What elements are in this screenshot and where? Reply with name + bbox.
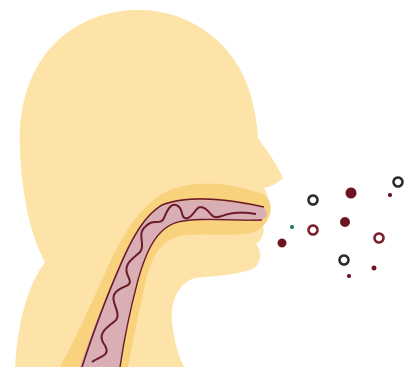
droplet-dark bbox=[388, 193, 392, 197]
droplet-dark bbox=[372, 266, 377, 271]
droplet-ring-red bbox=[375, 234, 384, 243]
droplet-dark bbox=[340, 217, 350, 227]
droplet-dark bbox=[346, 188, 357, 199]
droplet-dark bbox=[347, 274, 351, 278]
droplet-green bbox=[290, 225, 294, 229]
droplet-ring-dark bbox=[340, 256, 349, 265]
droplet-dark bbox=[278, 239, 287, 248]
droplet-group bbox=[278, 178, 403, 279]
droplet-ring-dark bbox=[394, 178, 403, 187]
droplet-ring-dark bbox=[309, 196, 318, 205]
droplet-ring-red bbox=[309, 226, 318, 235]
